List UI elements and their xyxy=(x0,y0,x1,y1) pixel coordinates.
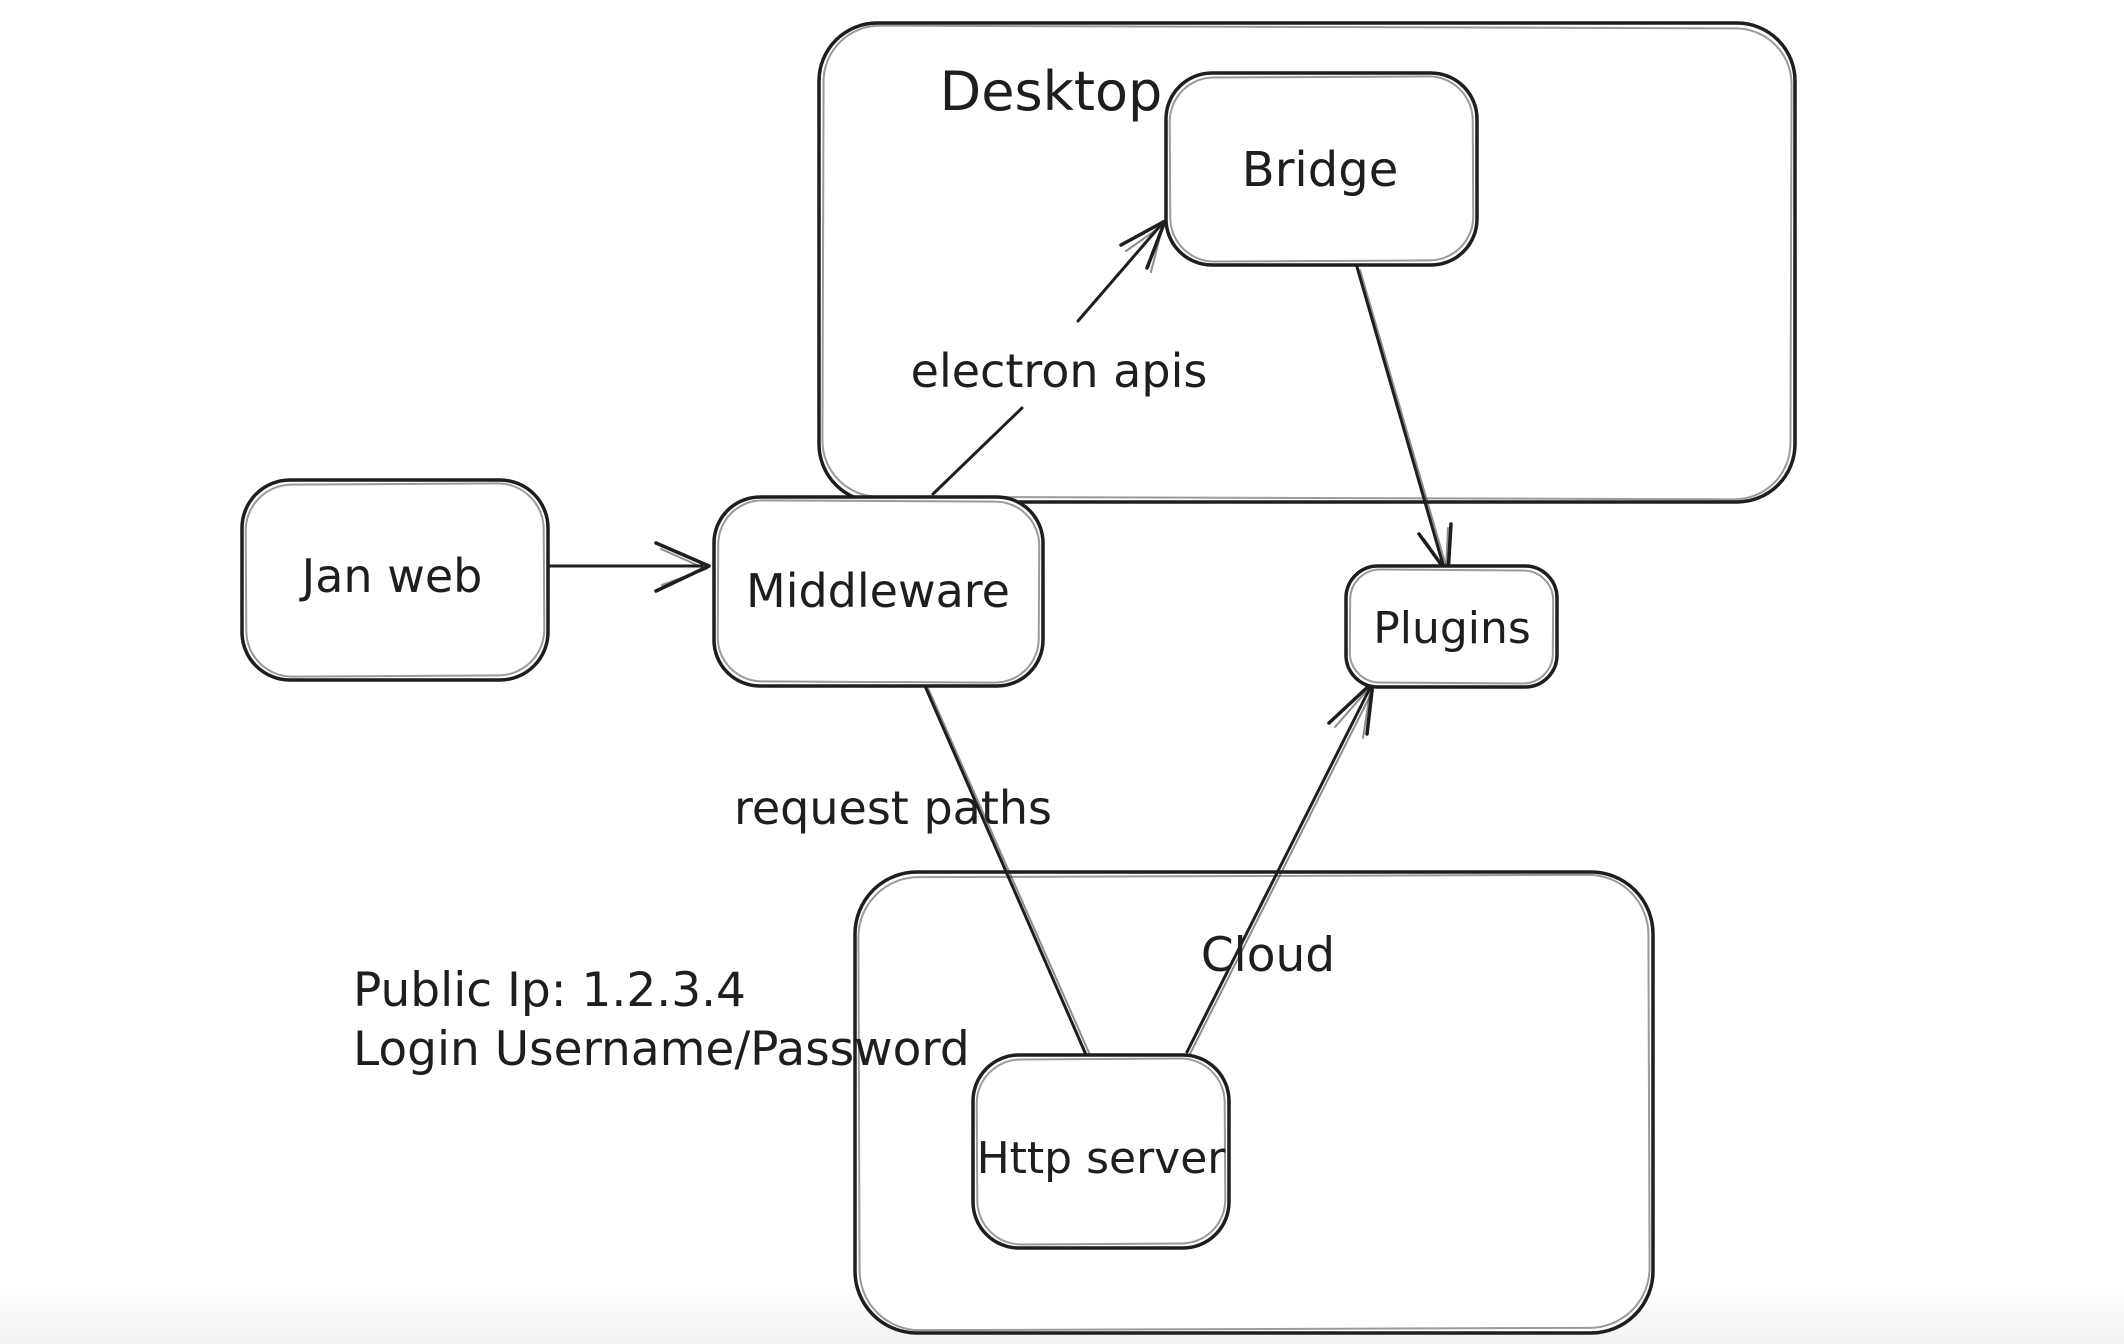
plugins-label: Plugins xyxy=(1373,603,1531,654)
edge-label-request-paths: request paths xyxy=(734,781,1052,835)
node-middleware[interactable]: Middleware xyxy=(712,495,1045,688)
annotation-credentials[interactable]: Public Ip: 1.2.3.4 Login Username/Passwo… xyxy=(353,963,970,1077)
annotation-public-ip: Public Ip: 1.2.3.4 xyxy=(353,963,746,1018)
middleware-shape[interactable] xyxy=(712,495,1045,688)
desktop-container-sketch-stroke xyxy=(821,24,1793,501)
arrowhead-into-bridge-sketch xyxy=(1125,222,1165,273)
middleware-sketch-stroke xyxy=(716,499,1041,684)
bridge-sketch-stroke xyxy=(1168,75,1475,263)
edge-middleware-bridge-line-lower[interactable] xyxy=(931,406,1024,496)
edge-janweb-middleware[interactable] xyxy=(546,541,711,593)
jan-web-shape[interactable] xyxy=(240,478,550,682)
node-jan-web[interactable]: Jan web xyxy=(240,478,550,682)
bridge-label: Bridge xyxy=(1242,142,1398,198)
middleware-label: Middleware xyxy=(746,564,1010,618)
plugins-sketch-stroke xyxy=(1348,568,1555,685)
bridge-shape[interactable] xyxy=(1164,71,1479,267)
edge-bridge-plugins-sketch xyxy=(1359,269,1447,567)
edge-bridge-plugins-line[interactable] xyxy=(1355,265,1446,570)
cloud-container-label: Cloud xyxy=(1201,928,1335,983)
cloud-container-sketch-stroke xyxy=(857,873,1651,1332)
http-server-sketch-stroke xyxy=(975,1057,1227,1246)
plugins-shape[interactable] xyxy=(1344,564,1559,689)
edge-middleware-httpserver[interactable] xyxy=(923,684,1091,1059)
arrowhead-into-middleware-sketch xyxy=(660,548,709,586)
edge-middleware-httpserver-sketch xyxy=(927,687,1091,1056)
node-plugins[interactable]: Plugins xyxy=(1344,564,1559,689)
node-http-server[interactable]: Http server xyxy=(971,1053,1231,1250)
edge-middleware-bridge-line-upper[interactable] xyxy=(1076,224,1162,323)
edge-httpserver-plugins-sketch xyxy=(1189,691,1373,1055)
edge-label-electron-apis: electron apis xyxy=(911,344,1208,398)
node-bridge[interactable]: Bridge xyxy=(1164,71,1479,267)
edge-middleware-httpserver-line[interactable] xyxy=(923,684,1089,1059)
edge-httpserver-plugins-line[interactable] xyxy=(1185,686,1372,1054)
jan-web-sketch-stroke xyxy=(244,482,546,678)
desktop-container-label: Desktop xyxy=(940,60,1163,123)
http-server-label: Http server xyxy=(977,1133,1227,1184)
http-server-shape[interactable] xyxy=(971,1053,1231,1250)
jan-web-label: Jan web xyxy=(299,549,483,603)
arrowhead-into-middleware xyxy=(654,541,711,593)
annotation-login: Login Username/Password xyxy=(353,1022,970,1077)
